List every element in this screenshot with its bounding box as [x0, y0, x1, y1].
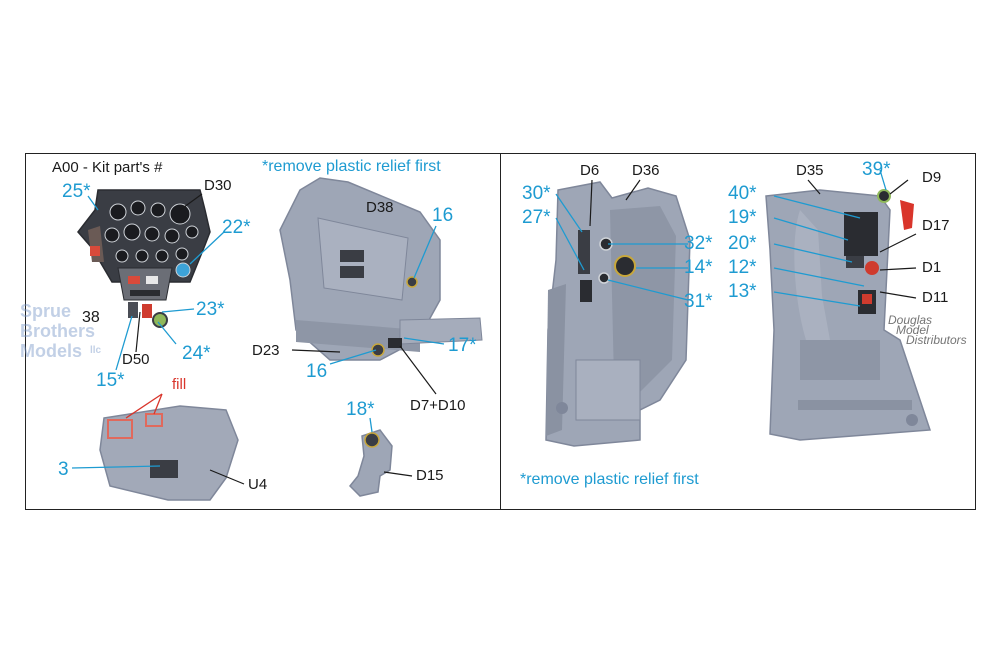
label-d11: D11: [922, 289, 949, 306]
label-d9: D9: [922, 169, 942, 186]
kit-parts-title: A00 - Kit part's #: [52, 159, 163, 176]
label-15: 15*: [96, 370, 125, 391]
label-d50: D50: [122, 351, 150, 368]
control-stick-part: [348, 429, 393, 497]
right-leader-lines-black: [589, 179, 917, 299]
label-25: 25*: [62, 181, 91, 202]
label-13: 13*: [728, 281, 757, 302]
right-leader-lines-blue: [555, 169, 887, 307]
right-sidewall-part: [765, 189, 932, 441]
label-16-top: 16: [432, 205, 454, 226]
label-d17: D17: [922, 217, 950, 234]
label-u4: U4: [248, 476, 268, 493]
label-24: 24*: [182, 343, 211, 364]
remove-relief-note-right: *remove plastic relief first: [520, 471, 699, 488]
label-d30: D30: [204, 177, 232, 194]
label-19: 19*: [728, 207, 757, 228]
fill-leader-lines: [125, 393, 163, 419]
label-14: 14*: [684, 257, 713, 278]
label-18: 18*: [346, 399, 375, 420]
label-30: 30*: [522, 183, 551, 204]
label-d38: D38: [366, 199, 394, 216]
label-3: 3: [58, 459, 69, 480]
instrument-panel-part: [77, 189, 211, 328]
left-sidewall-part: [545, 181, 691, 447]
label-d36: D36: [632, 162, 660, 179]
label-d23: D23: [252, 342, 280, 359]
label-20: 20*: [728, 233, 757, 254]
label-38: 38: [82, 309, 100, 326]
label-d1: D1: [922, 259, 942, 276]
label-17: 17*: [448, 335, 477, 356]
remove-relief-note-left: *remove plastic relief first: [262, 158, 441, 175]
label-32: 32*: [684, 233, 713, 254]
side-wall-part: [99, 405, 239, 501]
label-31: 31*: [684, 291, 713, 312]
left-leader-lines-black: [135, 193, 437, 485]
label-d15: D15: [416, 467, 444, 484]
label-d35: D35: [796, 162, 824, 179]
label-fill: fill: [172, 376, 187, 393]
label-d6: D6: [580, 162, 600, 179]
label-12: 12*: [728, 257, 757, 278]
label-d7-d10: D7+D10: [410, 397, 466, 414]
left-leader-lines-blue: [71, 195, 445, 469]
label-16-bottom: 16: [306, 361, 328, 382]
label-40: 40*: [728, 183, 757, 204]
label-39: 39*: [862, 159, 891, 180]
label-27: 27*: [522, 207, 551, 228]
label-22: 22*: [222, 217, 251, 238]
label-23: 23*: [196, 299, 225, 320]
